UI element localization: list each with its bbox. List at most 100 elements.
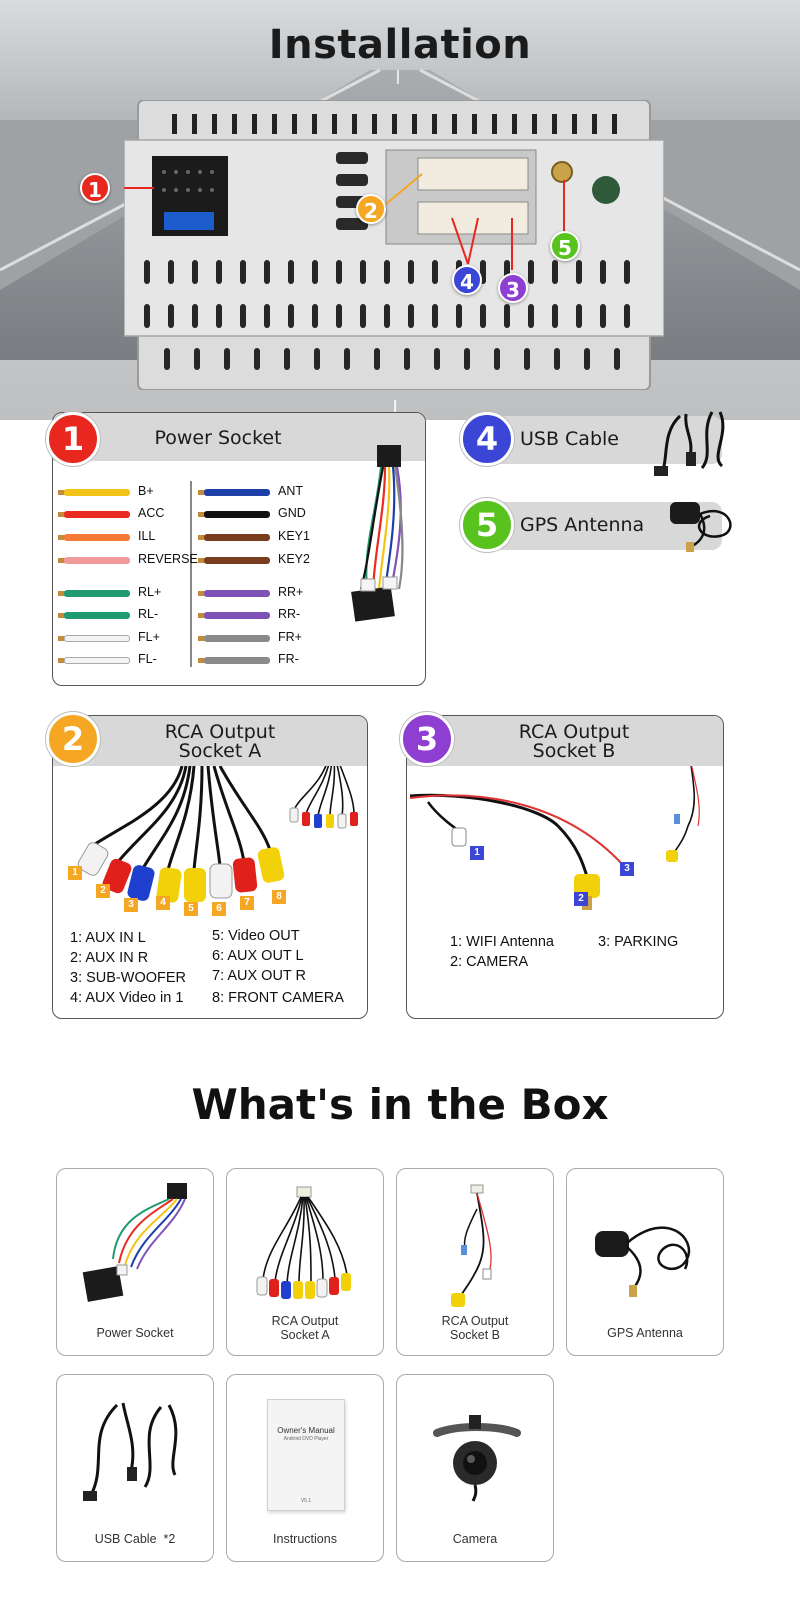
rca-socket-b-title-line2: Socket B — [532, 740, 616, 762]
rca-a-legend-8: 8: FRONT CAMERA — [212, 990, 344, 1006]
box-item-label: USB Cable *2 — [94, 1532, 176, 1546]
rca-socket-a-thumbnail — [256, 1186, 351, 1299]
manual-title: Owner's Manual — [277, 1426, 335, 1435]
wire-swatch — [64, 590, 130, 597]
wire-row: FL+ — [58, 628, 214, 648]
rca-b-legend-2: 2: CAMERA — [450, 954, 529, 970]
rca-a-plug-tag-2: 2 — [96, 884, 110, 898]
wire-swatch — [64, 612, 130, 619]
marker-rca-socket-a: 2 — [356, 194, 386, 224]
box-item-gps-antenna: GPS Antenna — [566, 1168, 724, 1356]
rca-a-plug-tag-7: 7 — [240, 896, 254, 910]
box-item-camera: Camera — [396, 1374, 554, 1562]
wire-label: RL+ — [138, 585, 162, 599]
rca-socket-a-header-bar — [53, 716, 367, 766]
wire-row: RR+ — [198, 583, 354, 603]
wire-row: REVERSE — [58, 550, 214, 570]
wire-tip — [58, 591, 66, 596]
wire-swatch — [64, 635, 130, 642]
whats-in-the-box-title: What's in the Box — [191, 1080, 609, 1129]
box-item-usb-cable: USB Cable *2 — [56, 1374, 214, 1562]
rca-b-plug-tag-2: 2 — [574, 892, 588, 906]
gps-antenna-number-badge: 5 — [460, 498, 514, 552]
wire-label: KEY1 — [278, 529, 310, 543]
wire-swatch — [64, 534, 130, 541]
wire-label: RR- — [278, 607, 301, 621]
wire-label: ILL — [138, 529, 156, 543]
usb-cable-image — [654, 411, 725, 476]
box-item-label-line1: RCA Output — [441, 1314, 509, 1328]
power-socket-title: Power Socket — [154, 427, 282, 449]
box-item-label-line2: Socket B — [449, 1328, 501, 1342]
box-item-label-line1: RCA Output — [271, 1314, 339, 1328]
wire-tip — [198, 512, 206, 517]
rca-socket-a-panel — [52, 715, 368, 1019]
wire-row: RR- — [198, 605, 354, 625]
wire-label: KEY2 — [278, 552, 310, 566]
wire-tip — [198, 613, 206, 618]
marker-usb-cable: 4 — [452, 265, 482, 295]
camera-thumbnail — [433, 1415, 521, 1502]
wire-tip — [198, 558, 206, 563]
rca-b-plug-tag-1: 1 — [470, 846, 484, 860]
rca-b-plug-tag-3: 3 — [620, 862, 634, 876]
wire-tip — [58, 658, 66, 663]
installation-title: Installation — [268, 22, 532, 68]
wire-swatch — [204, 657, 270, 664]
wire-label: B+ — [138, 484, 154, 498]
wire-row: B+ — [58, 482, 214, 502]
wire-tip — [58, 512, 66, 517]
wire-label: FL+ — [138, 630, 160, 644]
marker-rca-socket-b: 3 — [498, 273, 528, 303]
rca-a-legend-7: 7: AUX OUT R — [212, 968, 307, 984]
power-socket-thumbnail — [82, 1183, 187, 1302]
wire-tip — [58, 636, 66, 641]
wire-row: ILL — [58, 527, 214, 547]
wire-swatch — [204, 590, 270, 597]
rca-socket-a-title-line2: Socket A — [178, 740, 262, 762]
power-socket-divider — [190, 481, 192, 667]
wire-row: GND — [198, 504, 354, 524]
wire-row: ACC — [58, 504, 214, 524]
rca-a-plug-tag-4: 4 — [156, 896, 170, 910]
wire-tip — [198, 658, 206, 663]
rca-socket-b-title-line1: RCA Output — [518, 721, 630, 743]
head-unit-rear-panel — [124, 100, 664, 390]
usb-cable-thumbnail — [83, 1402, 178, 1501]
wire-swatch — [64, 489, 130, 496]
usb-cable-title: USB Cable — [520, 428, 619, 450]
manual-version: V5.1 — [300, 1498, 312, 1504]
rca-a-legend-4: 4: AUX Video in 1 — [70, 990, 184, 1006]
wire-tip — [198, 591, 206, 596]
wire-row: KEY2 — [198, 550, 354, 570]
wire-tip — [58, 613, 66, 618]
wire-label: RR+ — [278, 585, 304, 599]
wire-label: FR- — [278, 652, 299, 666]
marker-power-socket: 1 — [80, 173, 110, 203]
wire-row: ANT — [198, 482, 354, 502]
box-item-label: Power Socket — [96, 1326, 174, 1340]
wire-swatch — [204, 534, 270, 541]
power-socket-header-bar — [53, 413, 425, 461]
rca-socket-a-number-badge: 2 — [46, 712, 100, 766]
wire-row: FL- — [58, 650, 214, 670]
wire-label: REVERSE — [138, 552, 198, 566]
wire-swatch — [64, 657, 130, 664]
rca-b-legend-1: 1: WIFI Antenna — [450, 934, 554, 950]
wire-row: RL+ — [58, 583, 214, 603]
rca-socket-b-cables-image — [409, 766, 700, 910]
box-item-rca-socket-a: RCA Output Socket A — [226, 1168, 384, 1356]
rca-socket-a-title-line1: RCA Output — [164, 721, 276, 743]
owners-manual-image: Owner's Manual Android DVD Player V5.1 — [267, 1399, 345, 1511]
rca-a-legend-3: 3: SUB-WOOFER — [70, 970, 187, 986]
wire-row: FR+ — [198, 628, 354, 648]
box-item-label-line2: Socket A — [280, 1328, 330, 1342]
wire-swatch — [204, 489, 270, 496]
rca-socket-b-thumbnail — [451, 1184, 492, 1307]
wire-row: RL- — [58, 605, 214, 625]
wire-label: FL- — [138, 652, 157, 666]
rca-a-plug-tag-8: 8 — [272, 890, 286, 904]
installation-hero: Installation — [0, 0, 800, 420]
rca-socket-b-panel — [406, 715, 724, 1019]
wire-row: KEY1 — [198, 527, 354, 547]
